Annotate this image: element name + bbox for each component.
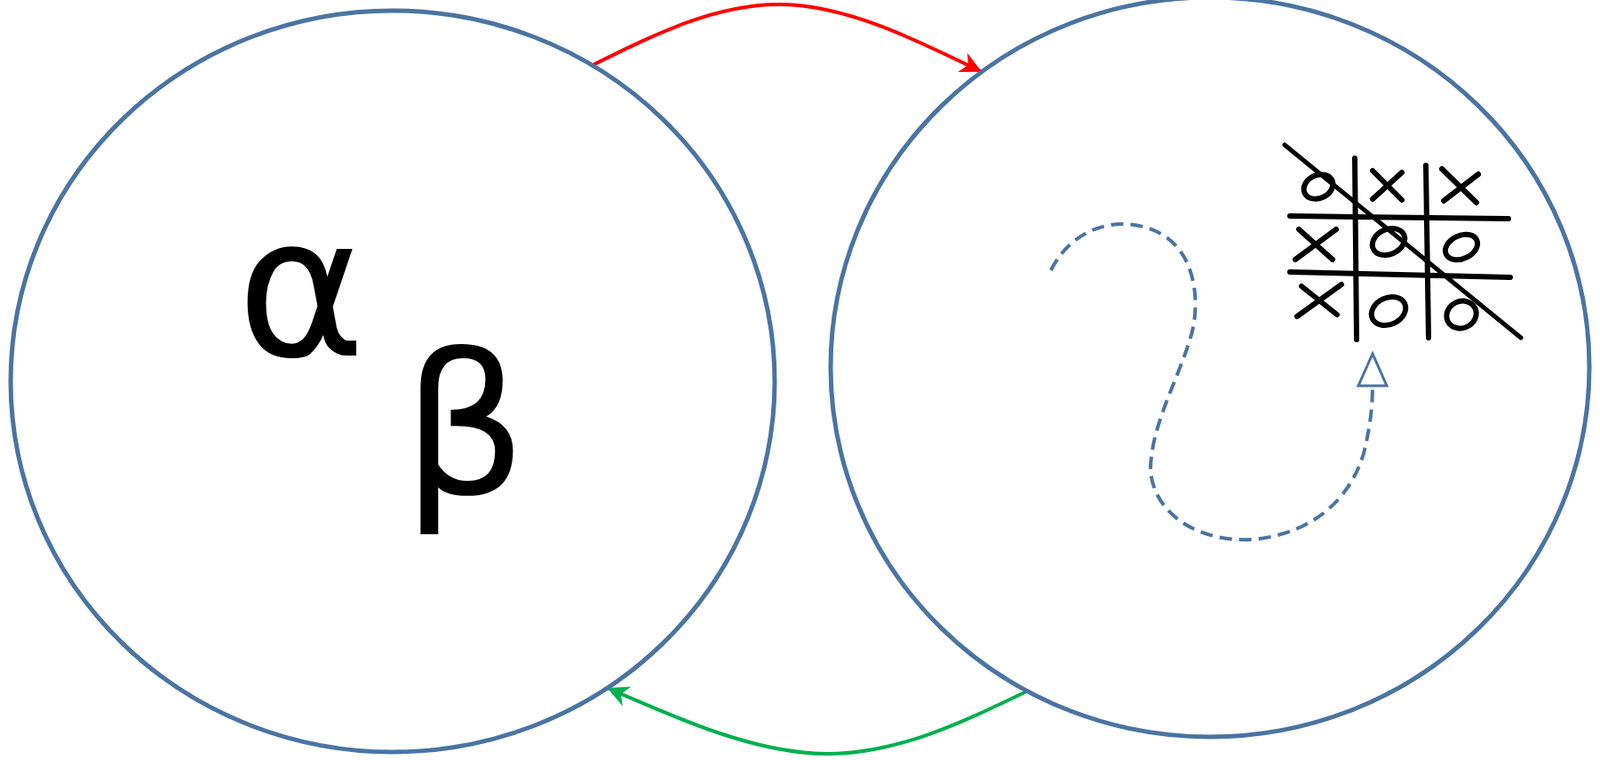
circle-node: αβ <box>7 7 778 755</box>
circle-outline <box>827 0 1593 740</box>
tic-tac-toe <box>1284 144 1521 340</box>
circle-outline <box>10 10 775 752</box>
flow-arrow <box>592 4 982 72</box>
circle-node <box>827 0 1593 740</box>
greek-letter: β <box>402 327 527 524</box>
circle-outline <box>830 0 1590 737</box>
flow-arrow <box>607 687 1028 754</box>
circle-outline <box>7 7 778 755</box>
greek-letter: α <box>236 190 366 386</box>
